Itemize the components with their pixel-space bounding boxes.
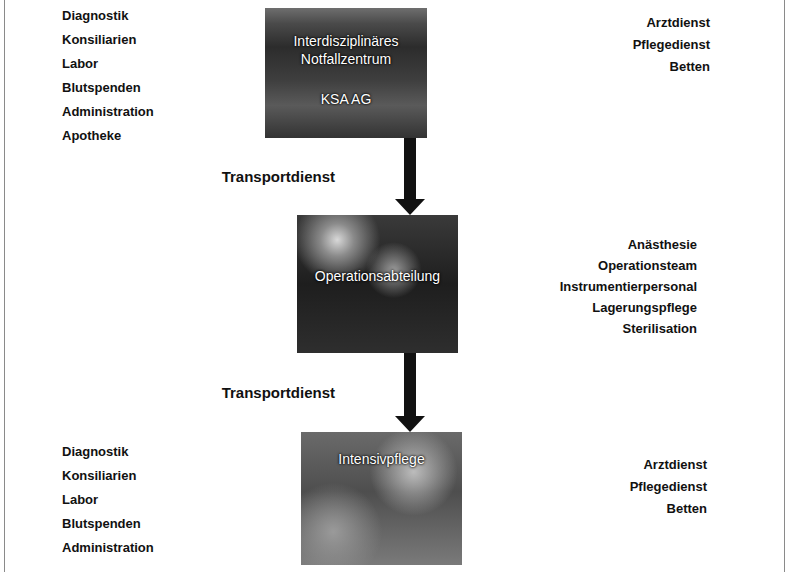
frame-line [4, 0, 5, 572]
service-label: Blutspenden [62, 516, 141, 531]
service-label: Diagnostik [62, 8, 128, 23]
service-label: Konsiliarien [62, 468, 136, 483]
service-label: Sterilisation [623, 321, 697, 336]
block-arrow [395, 353, 425, 432]
photo-box: Interdisziplinäres NotfallzentrumKSA AG [265, 8, 427, 138]
service-label: Operationsteam [598, 258, 697, 273]
service-label: Pflegedienst [633, 37, 710, 52]
photo-box: Operationsabteilung [297, 215, 458, 353]
service-label: Blutspenden [62, 80, 141, 95]
service-label: Arztdienst [646, 15, 710, 30]
block-arrow [395, 138, 425, 215]
node-title: KSA AG [265, 90, 427, 108]
node-title: Interdisziplinäres Notfallzentrum [265, 32, 427, 68]
service-label: Labor [62, 56, 98, 71]
service-label: Konsiliarien [62, 32, 136, 47]
node-title: Intensivpflege [301, 450, 462, 468]
frame-line [784, 0, 785, 572]
service-label: Labor [62, 492, 98, 507]
service-label: Arztdienst [643, 457, 707, 472]
service-label: Lagerungspflege [592, 300, 697, 315]
service-label: Diagnostik [62, 444, 128, 459]
service-label: Pflegedienst [630, 479, 707, 494]
service-label: Instrumentierpersonal [560, 279, 697, 294]
node-title: Operationsabteilung [297, 267, 458, 285]
service-label: Anästhesie [628, 237, 697, 252]
service-label: Administration [62, 104, 154, 119]
service-label: Apotheke [62, 128, 121, 143]
edge-label: Transportdienst [220, 384, 337, 402]
service-label: Betten [667, 501, 707, 516]
edge-label: Transportdienst [220, 168, 337, 186]
service-label: Betten [670, 59, 710, 74]
photo-box: Intensivpflege [301, 432, 462, 565]
service-label: Administration [62, 540, 154, 555]
